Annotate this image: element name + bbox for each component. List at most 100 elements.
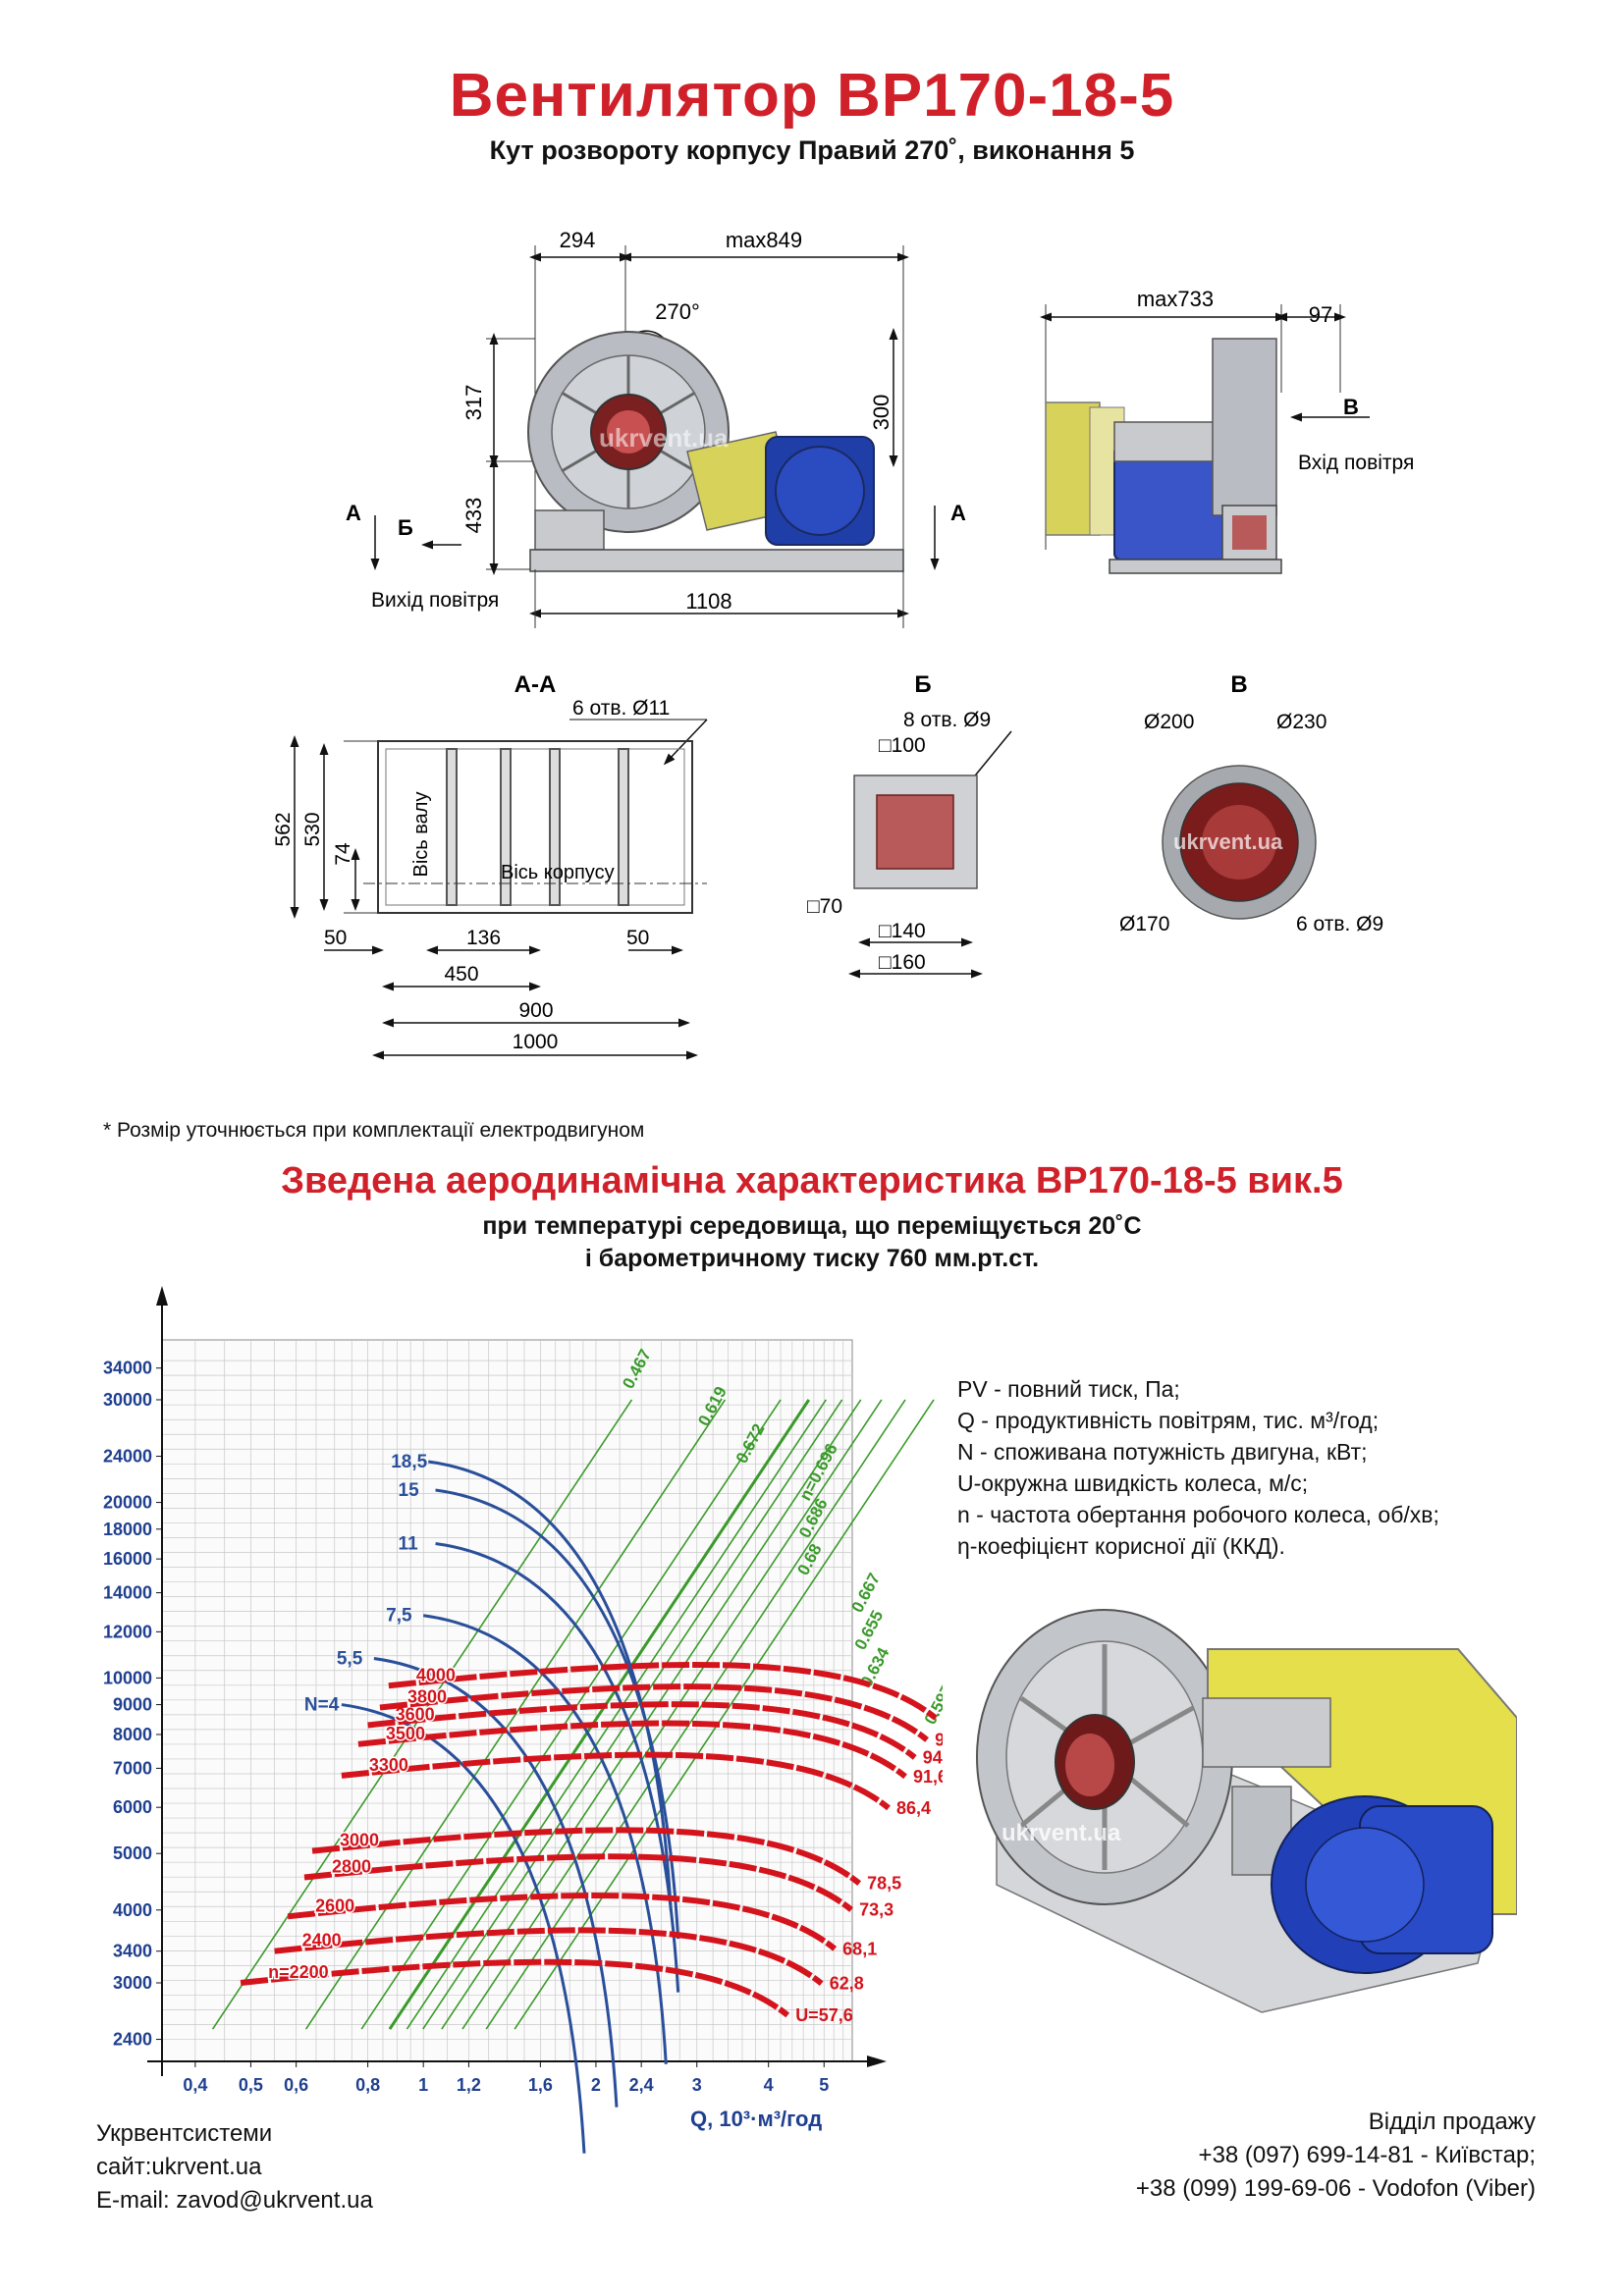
speed-rpm-label: 2400 bbox=[302, 1931, 342, 1950]
d230-label: Ø230 bbox=[1276, 711, 1326, 733]
power-curve bbox=[373, 1657, 619, 2108]
base-frame bbox=[529, 549, 904, 572]
efficiency-line bbox=[388, 1399, 811, 2030]
speed-u-label: 94,2 bbox=[923, 1747, 943, 1767]
efficiency-line bbox=[461, 1399, 883, 2030]
dim-97: 97 bbox=[1309, 302, 1332, 327]
speed-curve bbox=[357, 1720, 907, 1780]
speed-curve bbox=[240, 1958, 790, 2018]
y-tick-label: 12000 bbox=[103, 1622, 152, 1641]
dim-294: 294 bbox=[560, 228, 596, 252]
company-site[interactable]: сайт:ukrvent.ua bbox=[96, 2154, 262, 2180]
air-inlet-label: Вхід повітря bbox=[1298, 452, 1414, 474]
dim-74: 74 bbox=[332, 842, 354, 866]
page-subtitle: Кут розвороту корпусу Правий 270˚, викон… bbox=[489, 135, 1135, 165]
power-label: 11 bbox=[399, 1534, 419, 1555]
y-tick-label: 5000 bbox=[113, 1843, 152, 1863]
x-tick-label: 1 bbox=[418, 2075, 428, 2095]
speed-u-label: 91,6 bbox=[913, 1767, 943, 1787]
dim-317: 317 bbox=[461, 385, 486, 421]
x-tick-label: 2 bbox=[591, 2075, 601, 2095]
x-tick-label: 3 bbox=[692, 2075, 702, 2095]
x-tick-label: 0,5 bbox=[239, 2075, 263, 2095]
watermark-v: ukrvent.ua bbox=[1173, 829, 1283, 854]
speed-rpm-label: 3300 bbox=[369, 1755, 408, 1775]
speed-curve bbox=[311, 1827, 862, 1886]
section-aa-title: А-А bbox=[514, 671, 557, 698]
side-view: max733 97 В Вхід повітря bbox=[1040, 287, 1414, 574]
dim-900: 900 bbox=[518, 999, 553, 1022]
speed-u-label: 62,8 bbox=[830, 1974, 864, 1994]
speed-curve bbox=[287, 1893, 838, 1951]
legend-eta: η-коефіцієнт корисної дії (ККД). bbox=[957, 1533, 1285, 1559]
dim-1108: 1108 bbox=[685, 589, 731, 614]
section-aa: А-А 6 отв. Ø11 562 530 74 Вісь валу Вісь… bbox=[272, 671, 708, 1060]
y-tick-label: 18000 bbox=[103, 1520, 152, 1539]
dim-max849: max849 bbox=[726, 228, 802, 252]
shaft-axis-label: Вісь валу bbox=[410, 792, 432, 878]
y-tick-label: 20000 bbox=[103, 1493, 152, 1513]
speed-curve bbox=[274, 1927, 824, 1987]
dim-50b: 50 bbox=[626, 927, 649, 949]
x-tick-label: 2,4 bbox=[629, 2075, 654, 2095]
x-tick-label: 1,6 bbox=[528, 2075, 553, 2095]
efficiency-line bbox=[514, 1399, 935, 2030]
efficiency-label: 0.597 bbox=[921, 1682, 943, 1727]
dim-max733: max733 bbox=[1137, 287, 1214, 311]
speed-u-label: U=57,6 bbox=[795, 2005, 853, 2025]
speed-curve bbox=[367, 1701, 917, 1760]
body-axis-label: Вісь корпусу bbox=[501, 862, 615, 883]
efficiency-label: 0.655 bbox=[851, 1607, 888, 1652]
speed-curve bbox=[303, 1853, 853, 1912]
y-tick-label: 10000 bbox=[103, 1668, 152, 1687]
speed-rpm-label: 3500 bbox=[386, 1724, 425, 1743]
phone-vodafone[interactable]: +38 (099) 199-69-06 - Vodofon (Viber) bbox=[1135, 2175, 1536, 2202]
speed-u-label: 99,5 bbox=[935, 1730, 943, 1749]
dim-530: 530 bbox=[301, 812, 324, 846]
condition-temperature: при температурі середовища, що переміщує… bbox=[482, 1212, 1142, 1240]
label-a-left: А bbox=[346, 501, 361, 525]
section-v: В Ø200 Ø230 Ø170 6 отв. Ø9 ukrvent.ua bbox=[1119, 671, 1383, 935]
speed-rpm-label: 4000 bbox=[416, 1665, 456, 1684]
speed-u-label: 68,1 bbox=[842, 1939, 877, 1958]
power-label: 15 bbox=[399, 1480, 420, 1501]
speed-rpm-label: 3600 bbox=[396, 1704, 435, 1724]
dim-angle: 270° bbox=[655, 299, 700, 324]
watermark-3d: ukrvent.ua bbox=[1001, 1820, 1121, 1846]
company-email[interactable]: E-mail: zavod@ukrvent.ua bbox=[96, 2187, 373, 2214]
speed-rpm-label: 2600 bbox=[315, 1896, 354, 1915]
power-label: 7,5 bbox=[386, 1606, 412, 1627]
x-tick-label: 0,6 bbox=[284, 2075, 308, 2095]
chart-section-title: Зведена аеродинамічна характеристика ВР1… bbox=[281, 1160, 1343, 1201]
speed-curve bbox=[341, 1751, 891, 1811]
x-axis-arrow bbox=[867, 2056, 887, 2067]
section-v-title: В bbox=[1230, 671, 1247, 698]
legend-u: U-окружна швидкість колеса, м/с; bbox=[957, 1470, 1309, 1496]
legend-n: N - споживана потужність двигуна, кВт; bbox=[957, 1439, 1368, 1465]
front-view: 294 max849 270° 317 433 300 bbox=[346, 228, 966, 628]
phone-kyivstar[interactable]: +38 (097) 699-14-81 - Київстар; bbox=[1198, 2142, 1536, 2168]
speed-u-label: 86,4 bbox=[896, 1798, 931, 1818]
label-a-right: А bbox=[950, 501, 966, 525]
y-tick-label: 9000 bbox=[113, 1695, 152, 1715]
sq160-label: □160 bbox=[879, 951, 926, 974]
y-tick-label: 3400 bbox=[113, 1942, 152, 1961]
y-tick-label: 14000 bbox=[103, 1583, 152, 1603]
technical-drawing: 294 max849 270° 317 433 300 bbox=[272, 228, 1414, 1060]
power-curve bbox=[422, 1614, 668, 2064]
section-v-holes: 6 отв. Ø9 bbox=[1296, 913, 1383, 935]
speed-rpm-label: 3800 bbox=[407, 1686, 447, 1706]
dim-562: 562 bbox=[272, 812, 295, 846]
dim-50a: 50 bbox=[324, 927, 347, 949]
d170-label: Ø170 bbox=[1119, 913, 1169, 935]
dim-450: 450 bbox=[444, 963, 478, 986]
power-label: 18,5 bbox=[391, 1452, 427, 1472]
efficiency-line bbox=[211, 1399, 633, 2030]
air-outlet-label: Вихід повітря bbox=[371, 589, 499, 612]
power-label: 5,5 bbox=[337, 1649, 363, 1670]
fan-3d-illustration: ukrvent.ua bbox=[976, 1609, 1517, 2013]
y-tick-label: 16000 bbox=[103, 1549, 152, 1569]
speed-rpm-label: 3000 bbox=[340, 1831, 379, 1850]
company-name: Укрвентсистеми bbox=[96, 2120, 273, 2147]
condition-pressure: і барометричному тиску 760 мм.рт.ст. bbox=[584, 1245, 1040, 1272]
